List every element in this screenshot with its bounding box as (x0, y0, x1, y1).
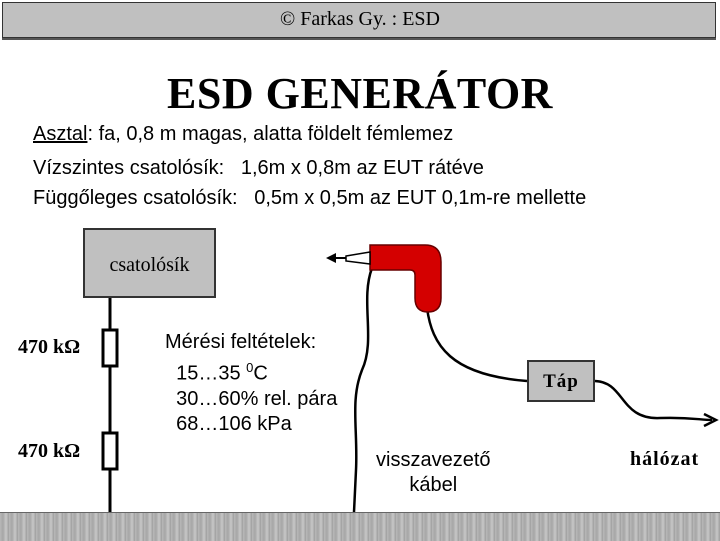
table-text: : fa, 0,8 m magas, alatta földelt fémlem… (87, 123, 454, 145)
ground-floor (0, 512, 720, 541)
esd-generator-gun (326, 244, 442, 313)
resistor-upper-label: 470 kΩ (18, 336, 81, 358)
coupling-plane-label: csatolósík (109, 254, 190, 276)
return-cable (352, 267, 374, 513)
generator-power-cable (425, 307, 528, 383)
conditions-temperature: 15…35 0C (165, 360, 268, 385)
resistor-lower (101, 431, 119, 471)
table-label: Asztal (33, 123, 88, 145)
description-horizontal-plane: Vízszintes csatolósík: 1,6m x 0,8m az EU… (33, 157, 484, 179)
conditions-title: Mérési feltételek: (165, 331, 317, 353)
power-supply-label: Táp (543, 371, 579, 392)
resistor-lower-label: 470 kΩ (18, 440, 81, 462)
conditions-humidity: 30…60% rel. pára (165, 387, 338, 410)
resistor-upper (101, 328, 119, 368)
measurement-conditions: Mérési feltételek: 15…35 0C 30…60% rel. … (165, 330, 337, 437)
mains-arrow-icon (703, 412, 719, 428)
mains-label: hálózat (630, 448, 700, 470)
return-cable-label: visszavezető kábel (376, 449, 491, 496)
description-table: Asztal: fa, 0,8 m magas, alatta földelt … (33, 123, 453, 146)
mains-cable (594, 379, 713, 422)
conditions-pressure: 68…106 kPa (165, 412, 292, 435)
description-vertical-plane: Függőleges csatolósík: 0,5m x 0,5m az EU… (33, 187, 587, 209)
header-copyright: © Farkas Gy. : ESD (280, 8, 440, 30)
coupling-plane: csatolósík (83, 228, 216, 298)
header-bar: © Farkas Gy. : ESD (2, 2, 716, 38)
power-supply-box: Táp (527, 360, 595, 402)
page-title: ESD GENERÁTOR (167, 69, 553, 118)
